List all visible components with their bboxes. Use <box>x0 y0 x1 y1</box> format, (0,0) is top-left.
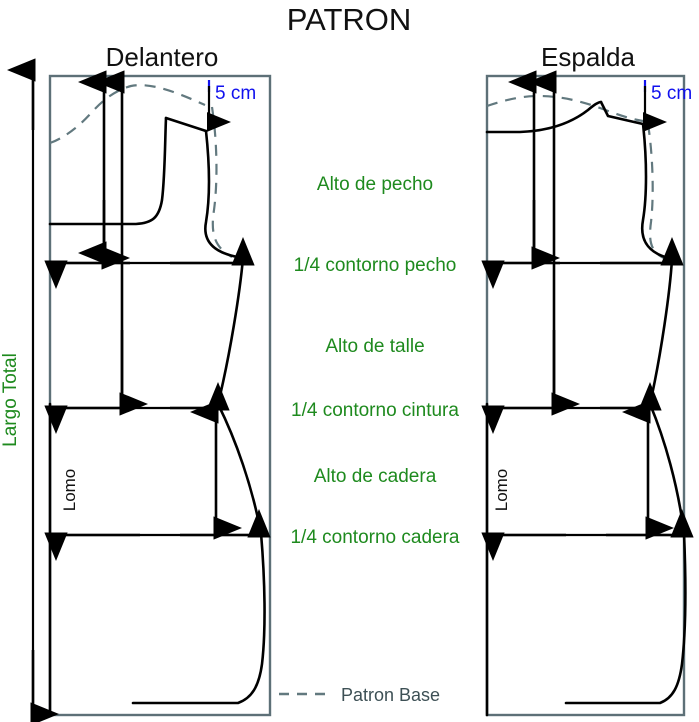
measure-label-cuarto-contorno-pecho: 1/4 contorno pecho <box>294 255 457 276</box>
panel-title-front: Delantero <box>106 42 219 72</box>
measure-label-cuarto-contorno-cintura: 1/4 contorno cintura <box>291 400 459 421</box>
back-lomo-label: Lomo <box>492 469 511 512</box>
back-base-pattern <box>486 94 667 261</box>
measure-label-alto-de-cadera: Alto de cadera <box>314 466 437 487</box>
back-drop-label: 5 cm <box>651 83 692 104</box>
measure-label-alto-de-talle: Alto de talle <box>325 336 424 357</box>
back-drop-indicator: 5 cm <box>642 80 692 132</box>
largo-total-label: Largo Total <box>0 353 21 447</box>
measure-label-alto-de-pecho: Alto de pecho <box>317 174 433 195</box>
legend-label-patron-base: Patron Base <box>341 685 440 705</box>
back-panel-frame <box>485 74 686 717</box>
page-title: PATRON <box>287 2 412 37</box>
front-panel-frame <box>48 74 272 717</box>
legend: Patron Base <box>279 685 440 705</box>
front-lomo-label: Lomo <box>60 469 79 512</box>
panel-title-back: Espalda <box>541 42 635 72</box>
front-drop-label: 5 cm <box>215 83 256 104</box>
front-base-pattern <box>49 84 233 258</box>
measure-label-cuarto-contorno-cadera: 1/4 contorno cadera <box>290 527 459 548</box>
front-drop-indicator: 5 cm <box>206 80 256 132</box>
